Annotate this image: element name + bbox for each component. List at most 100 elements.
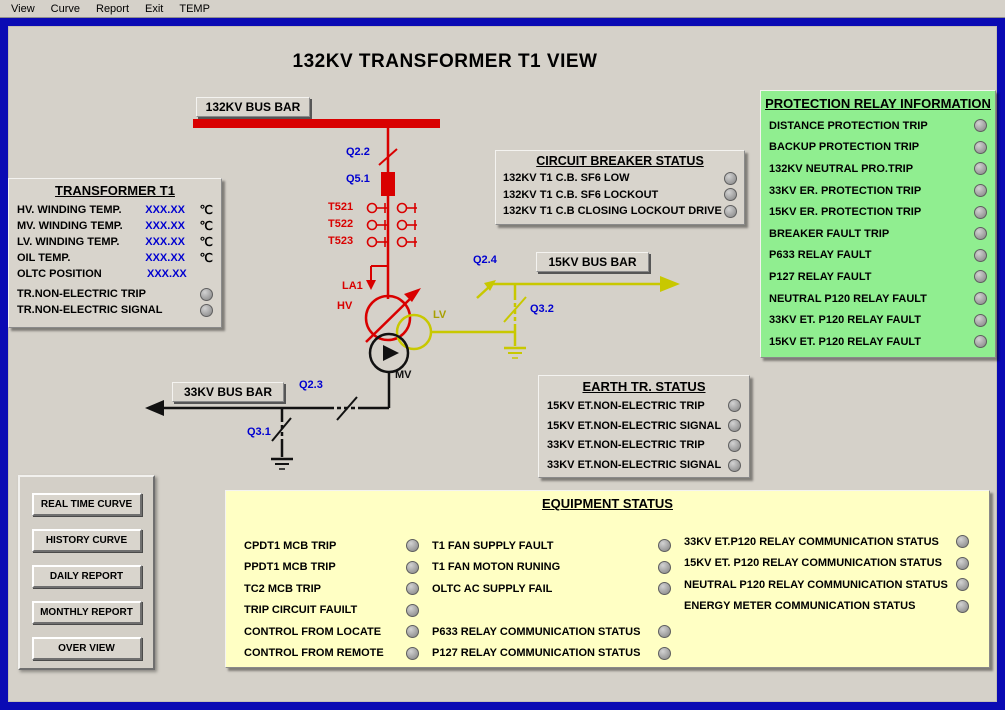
equipment-column-3: 33KV ET.P120 RELAY COMMUNICATION STATUS … [678, 531, 976, 617]
status-label: 132KV T1 C.B CLOSING LOCKOUT DRIVE [503, 205, 722, 218]
status-label: 132KV NEUTRAL PRO.TRIP [769, 162, 914, 175]
status-row: CONTROL FROM LOCATE [238, 621, 434, 643]
status-row: 15KV ET.NON-ELECTRIC SIGNAL [539, 416, 749, 436]
menu-item[interactable]: View [11, 2, 35, 15]
measurement-row: OIL TEMP. XXX.XX ℃ [9, 250, 221, 266]
status-led-icon [974, 227, 987, 241]
status-led-icon [406, 625, 419, 639]
status-row: CONTROL FROM REMOTE [238, 643, 434, 665]
label-lv: LV [433, 309, 447, 321]
status-led-icon [406, 646, 419, 660]
status-row: DISTANCE PROTECTION TRIP [761, 115, 995, 137]
status-row: 15KV ET. P120 RELAY FAULT [761, 331, 995, 353]
status-row: 15KV ET.NON-ELECTRIC TRIP [539, 396, 749, 416]
status-label: CONTROL FROM REMOTE [244, 647, 384, 660]
status-row: PPDT1 MCB TRIP [238, 557, 434, 579]
status-row: T1 FAN SUPPLY FAULT [426, 535, 678, 557]
menu-item[interactable]: TEMP [179, 2, 210, 15]
status-label: 33KV ET.P120 RELAY COMMUNICATION STATUS [684, 535, 939, 548]
status-label: TR.NON-ELECTRIC SIGNAL [17, 304, 163, 316]
label-t523: T523 [328, 235, 354, 247]
protection-relay-panel: PROTECTION RELAY INFORMATION DISTANCE PR… [760, 90, 996, 358]
status-led-icon [200, 287, 213, 301]
status-label: P633 RELAY COMMUNICATION STATUS [432, 625, 641, 638]
equipment-status-panel: EQUIPMENT STATUS CPDT1 MCB TRIP PPDT1 MC… [225, 490, 990, 668]
status-led-icon [974, 270, 987, 284]
status-label: 15KV ER. PROTECTION TRIP [769, 206, 922, 219]
status-label: OLTC AC SUPPLY FAIL [432, 582, 553, 595]
label-q2-4: Q2.4 [473, 254, 497, 266]
status-row: 132KV T1 C.B. SF6 LOCKOUT [496, 187, 744, 204]
measurement-unit: ℃ [199, 219, 213, 233]
status-led-icon [956, 556, 969, 570]
status-label: 33KV ET.NON-ELECTRIC TRIP [547, 439, 705, 452]
measurement-value: XXX.XX [145, 204, 185, 216]
status-led-icon [658, 539, 671, 553]
nav-button[interactable]: REAL TIME CURVE [31, 493, 142, 516]
label-t522: T522 [328, 218, 354, 230]
status-label: P633 RELAY FAULT [769, 249, 872, 262]
label-la1: LA1 [342, 280, 363, 292]
equipment-column-2: T1 FAN SUPPLY FAULT T1 FAN MOTON RUNING … [426, 535, 678, 664]
status-row: 15KV ET. P120 RELAY COMMUNICATION STATUS [678, 553, 976, 575]
nav-button[interactable]: DAILY REPORT [31, 565, 142, 588]
status-row: P633 RELAY FAULT [761, 245, 995, 267]
status-row: TR.NON-ELECTRIC TRIP [9, 286, 221, 302]
status-led-icon [974, 292, 987, 306]
status-label: 15KV ET.NON-ELECTRIC TRIP [547, 399, 705, 412]
status-row: P633 RELAY COMMUNICATION STATUS [426, 621, 678, 643]
status-label: 33KV ET.NON-ELECTRIC SIGNAL [547, 459, 722, 472]
transformer-t1-panel: TRANSFORMER T1 HV. WINDING TEMP. XXX.XX … [8, 178, 222, 328]
menu-item[interactable]: Exit [145, 2, 164, 15]
label-mv: MV [395, 369, 412, 381]
measurement-unit: ℃ [199, 235, 213, 249]
nav-button[interactable]: MONTHLY REPORT [31, 601, 142, 624]
cb-panel-title: CIRCUIT BREAKER STATUS [536, 154, 704, 168]
status-row: OLTC AC SUPPLY FAIL [426, 578, 678, 600]
label-q2-2: Q2.2 [346, 146, 370, 158]
status-led-icon [406, 603, 419, 617]
status-led-icon [406, 560, 419, 574]
nav-button[interactable]: OVER VIEW [31, 637, 142, 660]
menu-item[interactable]: Report [96, 2, 130, 15]
status-row: BREAKER FAULT TRIP [761, 223, 995, 245]
label-t521: T521 [328, 201, 354, 213]
status-row: 33KV ET.NON-ELECTRIC SIGNAL [539, 455, 749, 475]
bus-label-132kv: 132KV BUS BAR [196, 97, 310, 117]
navigation-panel: REAL TIME CURVE HISTORY CURVE DAILY REPO… [18, 475, 155, 670]
status-label: TR.NON-ELECTRIC TRIP [17, 288, 146, 300]
status-led-icon [658, 646, 671, 660]
label-q3-2: Q3.2 [530, 303, 554, 315]
measurement-value: XXX.XX [145, 236, 185, 248]
status-led-icon [724, 204, 737, 218]
status-led-icon [974, 184, 987, 198]
transformer-panel-title: TRANSFORMER T1 [55, 183, 175, 198]
measurement-value: XXX.XX [147, 268, 187, 280]
transformer-indicator-list: TR.NON-ELECTRIC TRIP TR.NON-ELECTRIC SIG… [9, 286, 221, 318]
bus-label-15kv: 15KV BUS BAR [536, 252, 649, 272]
menu-item[interactable]: Curve [50, 2, 80, 15]
status-label: 33KV ET. P120 RELAY FAULT [769, 314, 922, 327]
measurement-row: MV. WINDING TEMP. XXX.XX ℃ [9, 218, 221, 234]
status-led-icon [728, 419, 741, 433]
nav-button[interactable]: HISTORY CURVE [31, 529, 142, 552]
status-label: T1 FAN SUPPLY FAULT [432, 539, 554, 552]
measurement-unit: ℃ [199, 251, 213, 265]
status-label: TC2 MCB TRIP [244, 582, 321, 595]
status-led-icon [728, 399, 741, 413]
measurement-row: LV. WINDING TEMP. XXX.XX ℃ [9, 234, 221, 250]
measurement-label: OLTC POSITION [17, 268, 102, 280]
cb-status-list: 132KV T1 C.B. SF6 LOW 132KV T1 C.B. SF6 … [496, 170, 744, 220]
label-hv: HV [337, 300, 353, 312]
status-label: BREAKER FAULT TRIP [769, 227, 890, 240]
status-led-icon [956, 535, 969, 549]
status-label: DISTANCE PROTECTION TRIP [769, 119, 928, 132]
status-led-icon [974, 119, 987, 133]
status-led-icon [724, 171, 737, 185]
status-led-icon [658, 625, 671, 639]
bus-label-33kv: 33KV BUS BAR [172, 382, 284, 402]
status-row: CPDT1 MCB TRIP [238, 535, 434, 557]
earth-panel-title: EARTH TR. STATUS [582, 379, 706, 394]
status-row: 15KV ER. PROTECTION TRIP [761, 201, 995, 223]
